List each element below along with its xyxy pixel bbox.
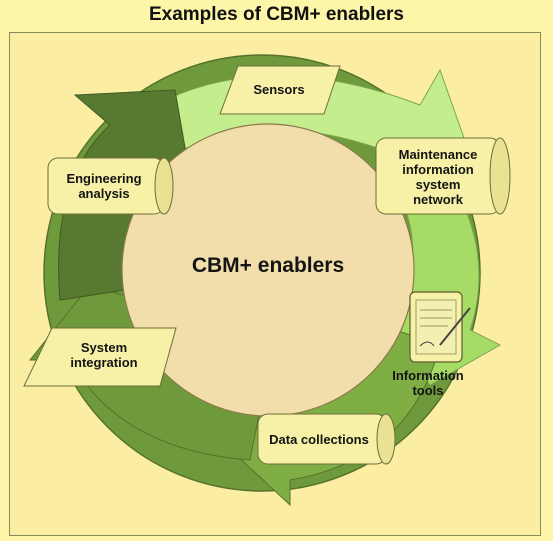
diagram-title: Examples of CBM+ enablers (148, 4, 404, 25)
sensors-label: Sensors (253, 82, 305, 97)
data-collections-cylinder (257, 413, 396, 465)
information-tools-line-1: Information (392, 368, 464, 383)
tablet-icon (409, 291, 471, 363)
maintenance-line-2: information (402, 162, 474, 177)
sensors-box (219, 65, 341, 115)
center-label: CBM+ enablers (191, 254, 345, 277)
maintenance-cylinder (375, 137, 511, 215)
information-tools-line-2: tools (412, 383, 444, 398)
system-integration-line-1: System (80, 340, 128, 355)
data-collections-label: Data collections (269, 432, 369, 447)
system-integration-label: System integration (44, 340, 164, 370)
engineering-analysis-label: Engineering analysis (50, 171, 158, 201)
engineering-analysis-line-1: Engineering (66, 171, 142, 186)
maintenance-line-4: network (413, 192, 463, 207)
engineering-analysis-line-2: analysis (78, 186, 130, 201)
maintenance-label: Maintenance information system network (378, 147, 498, 207)
engineering-cylinder (47, 157, 174, 215)
information-tools-label: Information tools (386, 368, 470, 398)
system-integration-line-2: integration (70, 355, 138, 370)
maintenance-line-3: system (415, 177, 461, 192)
maintenance-line-1: Maintenance (398, 147, 478, 162)
system-integration-box (23, 327, 177, 387)
